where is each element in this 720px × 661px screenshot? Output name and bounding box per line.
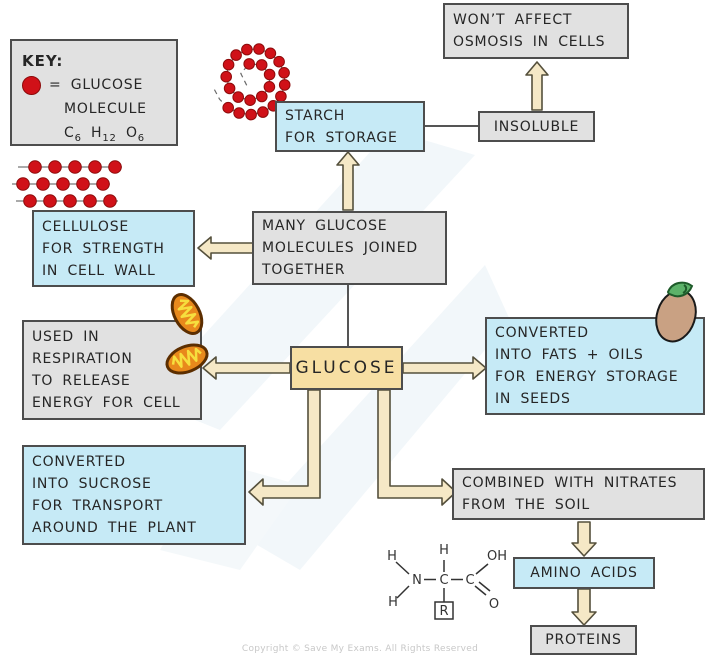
- r-group-box: [434, 601, 454, 620]
- atom-label: N: [412, 573, 422, 588]
- many-glucose-box: MANY GLUCOSE MOLECULES JOINED TOGETHER: [252, 211, 447, 285]
- line-many-glucose-to-glucose: [347, 285, 349, 347]
- box-line: RESPIRATION: [32, 351, 133, 367]
- nitrates-box: COMBINED WITH NITRATES FROM THE SOIL: [452, 468, 705, 520]
- atom-label: C: [439, 573, 448, 588]
- box-line: AMINO ACIDS: [530, 565, 638, 581]
- glucose-box: GLUCOSE: [290, 346, 403, 390]
- atom-label: H: [439, 543, 449, 558]
- wont-affect-osmosis-box: WON’T AFFECT OSMOSIS IN CELLS: [443, 3, 629, 59]
- atom-label: R: [439, 604, 448, 619]
- arrow-nitrates-to-amino-acids: [571, 521, 597, 557]
- box-line: MANY GLUCOSE: [262, 218, 388, 234]
- atom-label: OH: [487, 549, 507, 564]
- starch-spiral-icon: [213, 43, 291, 121]
- line-starch-to-insoluble: [424, 125, 478, 127]
- arrows-glucose-to-sucrose-and-nitrates: [248, 389, 457, 506]
- key-molecule: MOLECULE: [64, 101, 147, 117]
- arrow-amino-acids-to-proteins: [571, 588, 597, 626]
- mitochondrion-icon: [170, 293, 204, 335]
- box-line: FOR STORAGE: [285, 129, 398, 146]
- amino-acids-box: AMINO ACIDS: [513, 557, 655, 589]
- arrow-insoluble-to-wont-affect: [525, 61, 549, 111]
- box-line: FOR STRENGTH: [42, 240, 165, 257]
- seed-icon: [655, 281, 697, 343]
- atom-label: H: [387, 549, 397, 564]
- box-line: FOR ENERGY STORAGE: [495, 369, 679, 385]
- amino-acid-structure: H H N H C C OH O R: [387, 543, 507, 620]
- box-line: IN CELL WALL: [42, 262, 156, 279]
- key-box: KEY: = GLUCOSE MOLECULE C6 H12 O6: [10, 39, 178, 146]
- box-line: GLUCOSE: [295, 358, 398, 378]
- arrow-many-glucose-to-cellulose: [197, 236, 254, 260]
- box-line: FOR TRANSPORT: [32, 498, 164, 514]
- box-line: COMBINED WITH NITRATES: [462, 475, 678, 491]
- box-line: CONVERTED: [495, 325, 589, 341]
- cellulose-chains-icon: [12, 160, 122, 208]
- arrow-glucose-to-fats: [402, 356, 487, 380]
- box-line: MOLECULES JOINED: [262, 240, 418, 256]
- box-line: USED IN: [32, 329, 100, 345]
- starch-box: STARCH FOR STORAGE: [275, 101, 425, 152]
- box-line: OSMOSIS IN CELLS: [453, 34, 606, 50]
- arrow-glucose-to-respiration: [202, 356, 291, 380]
- arrow-many-glucose-to-starch: [336, 151, 360, 211]
- proteins-box: PROTEINS: [530, 625, 637, 655]
- mitochondrion-icon: [165, 343, 209, 375]
- insoluble-box: INSOLUBLE: [478, 111, 595, 142]
- box-line: INSOLUBLE: [493, 118, 580, 135]
- key-title: KEY:: [22, 52, 64, 70]
- atom-label: H: [388, 595, 398, 610]
- box-line: INTO FATS + OILS: [495, 347, 644, 363]
- box-line: STARCH: [285, 107, 346, 124]
- box-line: FROM THE SOIL: [462, 497, 590, 513]
- key-formula: C6 H12 O6: [64, 125, 145, 144]
- sucrose-box: CONVERTED INTO SUCROSE FOR TRANSPORT ARO…: [22, 445, 246, 545]
- copyright-text: Copyright © Save My Exams. All Rights Re…: [241, 644, 479, 654]
- box-line: CONVERTED: [32, 454, 126, 470]
- box-line: INTO SUCROSE: [32, 476, 152, 492]
- box-line: TOGETHER: [262, 262, 346, 278]
- bent-arrow-to-sucrose: [248, 389, 321, 506]
- fats-oils-box: CONVERTED INTO FATS + OILS FOR ENERGY ST…: [485, 317, 705, 415]
- key-equals-glucose: = GLUCOSE: [49, 77, 144, 93]
- box-line: WON’T AFFECT: [453, 12, 573, 28]
- box-line: ENERGY FOR CELL: [32, 395, 181, 411]
- glucose-molecule-dot-icon: [22, 75, 41, 95]
- box-line: CELLULOSE: [42, 218, 130, 235]
- box-line: TO RELEASE: [32, 373, 131, 389]
- cellulose-box: CELLULOSE FOR STRENGTH IN CELL WALL: [32, 210, 195, 287]
- atom-label: C: [465, 573, 474, 588]
- box-line: PROTEINS: [545, 632, 622, 648]
- bent-arrow-to-nitrates: [377, 389, 457, 506]
- box-line: IN SEEDS: [495, 391, 571, 407]
- box-line: AROUND THE PLANT: [32, 520, 197, 536]
- atom-label: O: [489, 597, 499, 612]
